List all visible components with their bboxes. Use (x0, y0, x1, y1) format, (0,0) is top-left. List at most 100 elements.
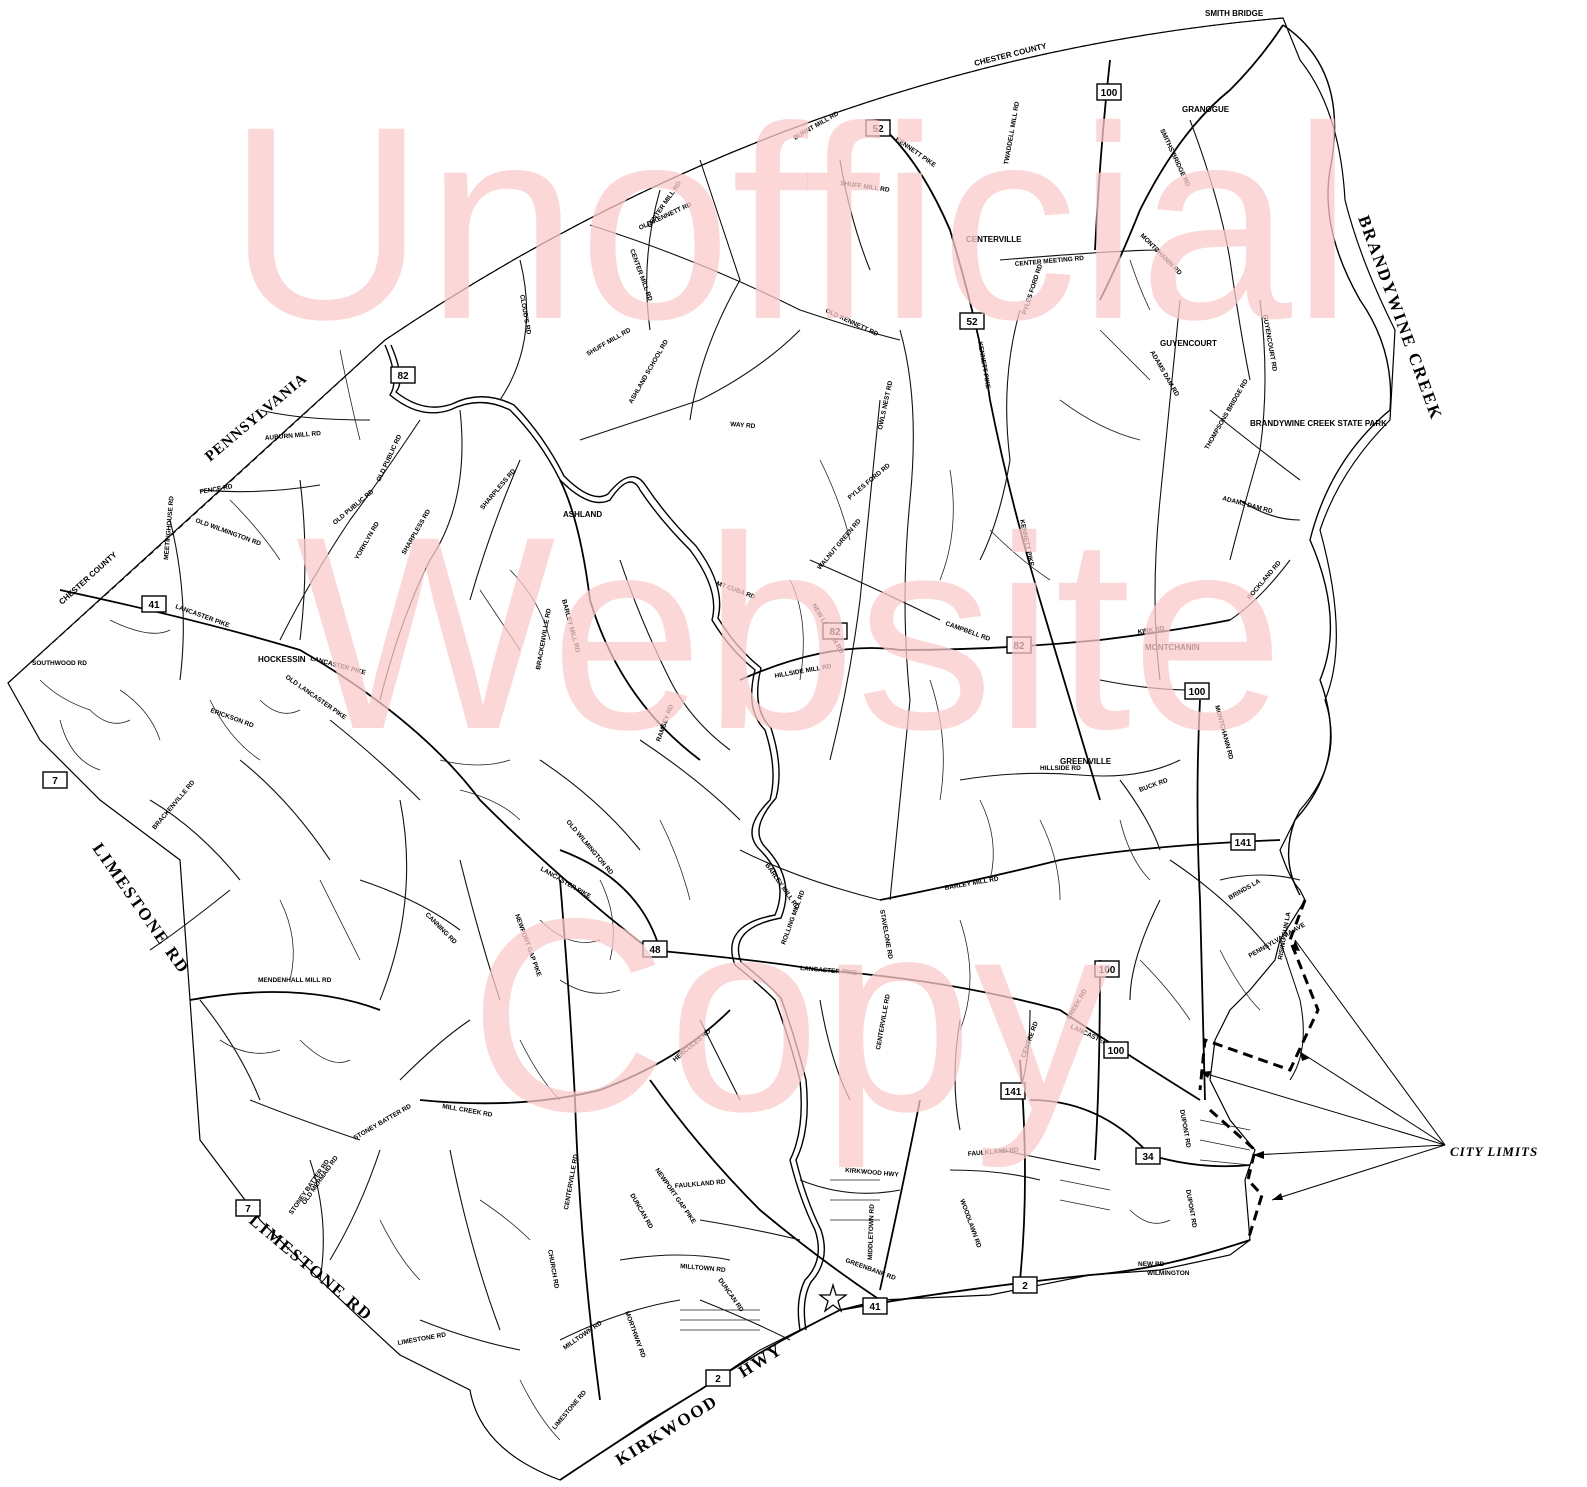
hwy-label: HWY (735, 1340, 786, 1382)
road-label: MIDDLETOWN RD (867, 1204, 876, 1260)
place-brandywine-park: BRANDYWINE CREEK STATE PARK (1250, 419, 1387, 428)
chester-county-north-label: CHESTER COUNTY (973, 41, 1048, 68)
limestone-rd-north-label: LIMESTONE RD (89, 839, 194, 977)
road-label: KIRKWOOD HWY (845, 1167, 900, 1179)
svg-text:41: 41 (869, 1302, 881, 1313)
svg-text:100: 100 (1189, 687, 1206, 698)
route-shield: 2 (1012, 1276, 1038, 1294)
star-icon (818, 1282, 848, 1313)
svg-text:41: 41 (148, 600, 160, 611)
route-shield: 100 (1103, 1041, 1129, 1059)
watermark-line-1: Unofficial (227, 70, 1353, 377)
road-label: AUBURN MILL RD (265, 430, 322, 442)
kirkwood-label: KIRKWOOD (612, 1391, 721, 1469)
road-label: DUPONT RD (1184, 1189, 1198, 1229)
svg-text:82: 82 (829, 627, 841, 638)
route-shield: 2 (705, 1369, 731, 1387)
road-label: MILLTOWN RD (680, 1263, 726, 1274)
city-limits-label: CITY LIMITS (1450, 1144, 1538, 1159)
road-label: OLD PUBLIC RD (375, 433, 403, 482)
road-label: WILMINGTON (1147, 1270, 1190, 1277)
place-granogue: GRANOGUE (1182, 105, 1230, 114)
brandywine-creek-line (1282, 24, 1392, 896)
route-shield: 82 (1006, 636, 1032, 654)
svg-text:7: 7 (52, 776, 58, 787)
place-centerville: CENTERVILLE (966, 235, 1022, 244)
watermark-line-2: Website (296, 480, 1284, 787)
svg-text:82: 82 (397, 371, 409, 382)
route-shield: 100 (1184, 682, 1210, 700)
road-label: LIMESTONE RD (397, 1332, 447, 1347)
route-shield: 48 (642, 940, 668, 958)
road-label: BRINDS LA (1228, 878, 1262, 902)
route-shield: 7 (42, 771, 68, 789)
pennsylvania-label: PENNSYLVANIA (202, 371, 310, 465)
chester-county-west-label: CHESTER COUNTY (57, 550, 119, 607)
route-shield: 7 (235, 1199, 261, 1217)
road-label: DUPONT RD (1178, 1109, 1192, 1149)
route-shield: 100 (1094, 960, 1120, 978)
svg-text:52: 52 (966, 317, 978, 328)
svg-text:82: 82 (1013, 641, 1025, 652)
place-smith-bridge: SMITH BRIDGE (1205, 9, 1264, 18)
brandywine-creek-label: BRANDYWINE CREEK (1354, 213, 1446, 423)
road-label: SOUTHWOOD RD (32, 660, 87, 667)
svg-text:100: 100 (1108, 1046, 1125, 1057)
subdivision-streets (39, 259, 1261, 1441)
svg-text:48: 48 (649, 945, 661, 956)
route-shield: 100 (1096, 83, 1122, 101)
city-limits-leaders (1199, 939, 1446, 1201)
svg-text:141: 141 (1235, 838, 1252, 849)
place-hockessin: HOCKESSIN (258, 655, 306, 664)
svg-text:52: 52 (872, 124, 884, 135)
road-label: STONEY BATTER RD (353, 1103, 413, 1142)
road-label: NEW RD (1138, 1261, 1165, 1268)
road-label: GREENBANK RD (844, 1257, 897, 1282)
county-boundary (7, 17, 1396, 1481)
route-shield: 52 (865, 119, 891, 137)
svg-text:2: 2 (715, 1374, 721, 1385)
red-clay-creek (384, 344, 825, 1331)
place-ashland: ASHLAND (563, 510, 602, 519)
svg-text:100: 100 (1101, 88, 1118, 99)
road-label: DUNCAN RD (628, 1193, 654, 1231)
limestone-rd-south-label: LIMESTONE RD (245, 1211, 376, 1325)
road-label: STONEY BATTER RD (288, 1158, 331, 1216)
place-montchanin: MONTCHANIN (1145, 643, 1200, 652)
city-limits-boundary (1198, 899, 1320, 1241)
road-label: KIRK RD (1137, 625, 1165, 636)
route-shield: 141 (1230, 833, 1256, 851)
svg-text:141: 141 (1005, 1087, 1022, 1098)
road-label: MEETINGHOUSE RD (163, 496, 176, 561)
route-shield: 52 (959, 312, 985, 330)
route-shield: 82 (390, 366, 416, 384)
road-label: WAY RD (730, 421, 756, 430)
road-label: OLD MERMAID RD (301, 1155, 340, 1207)
route-shield: 41 (862, 1297, 888, 1315)
road-label: OLD WILMINGTON RD (194, 517, 262, 547)
road-label: FAULKLAND RD (675, 1179, 727, 1190)
watermark-line-3: Copy (469, 862, 1111, 1170)
svg-text:2: 2 (1022, 1281, 1028, 1292)
road-label: MENDENHALL MILL RD (258, 977, 332, 984)
road-label: HILLSIDE RD (1040, 765, 1081, 772)
place-guyencourt: GUYENCOURT (1160, 339, 1217, 348)
road-label: FAULKLAND RD (968, 1147, 1020, 1158)
road-label: THOMPSONS BRIDGE RD (1204, 378, 1250, 451)
road-label: MORTHWAY RD (623, 1310, 646, 1359)
road-label: LIMESTONE RD (551, 1389, 588, 1431)
route-shield: 141 (1000, 1082, 1026, 1100)
svg-text:7: 7 (245, 1204, 251, 1215)
svg-text:100: 100 (1099, 965, 1116, 976)
place-greenville: GREENVILLE (1060, 757, 1112, 766)
route-shield: 82 (822, 622, 848, 640)
route-shield: 41 (141, 595, 167, 613)
road-label: NEWPORT GAP PIKE (653, 1167, 697, 1226)
route-shield: 34 (1135, 1147, 1161, 1165)
road-label: ERICKSON RD (209, 707, 254, 729)
watermark: Unofficial Website Copy (227, 70, 1353, 1170)
road-label: CHURCH RD (546, 1249, 560, 1289)
road-label: WOODLAWN RD (958, 1198, 982, 1249)
svg-text:34: 34 (1142, 1152, 1154, 1163)
